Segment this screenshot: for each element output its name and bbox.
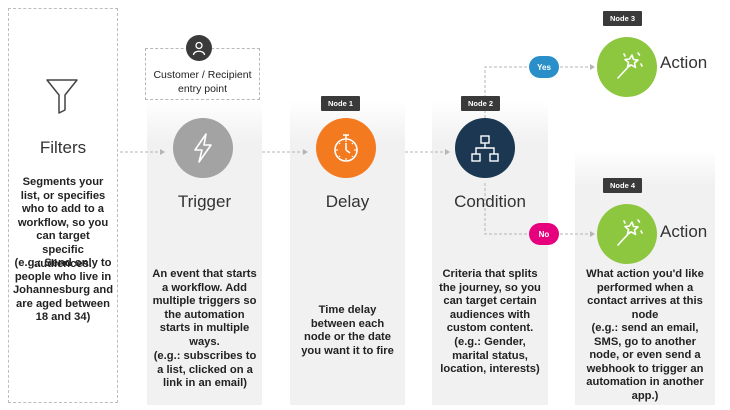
magic-wand-icon bbox=[617, 219, 643, 246]
connector-condition-no bbox=[484, 183, 528, 235]
delay-title: Delay bbox=[325, 192, 370, 211]
magic-wand-icon bbox=[617, 52, 643, 79]
action-top-badge: Node 3 bbox=[603, 11, 643, 26]
arrowhead-trigger bbox=[160, 149, 165, 155]
no-branch-pill: No bbox=[529, 223, 559, 245]
stopwatch-icon bbox=[334, 134, 358, 162]
filters-title: Filters bbox=[39, 138, 87, 157]
arrowhead-action-top bbox=[590, 64, 595, 70]
entry-point-label: Customer / Recipient entry point bbox=[153, 69, 252, 95]
delay-description: Time delay between each node or the date… bbox=[301, 304, 394, 357]
condition-node bbox=[455, 118, 515, 178]
condition-description: Criteria that splits the journey, so you… bbox=[439, 268, 541, 335]
action-column bbox=[575, 150, 715, 405]
action-bottom-node bbox=[597, 204, 657, 264]
trigger-description: An event that starts a workflow. Add mul… bbox=[152, 268, 257, 348]
person-icon bbox=[186, 35, 212, 61]
yes-branch-pill: Yes bbox=[529, 56, 559, 78]
action-bottom-badge: Node 4 bbox=[603, 178, 643, 193]
trigger-node bbox=[173, 118, 233, 178]
action-bottom-example: (e.g.: send an email, SMS, go to another… bbox=[586, 322, 704, 402]
condition-title: Condition bbox=[454, 192, 526, 211]
trigger-example: (e.g.: subscribes to a list, clicked on … bbox=[153, 350, 257, 390]
arrowhead-condition bbox=[445, 149, 450, 155]
funnel-icon bbox=[44, 76, 80, 116]
arrowhead-action-bottom bbox=[590, 231, 595, 237]
lightning-bolt-icon bbox=[194, 133, 212, 163]
action-top-title: Action bbox=[660, 53, 708, 72]
filters-example: (e.g.: Send only to people who live in J… bbox=[12, 257, 114, 324]
filters-box bbox=[8, 8, 118, 403]
delay-node-badge: Node 1 bbox=[321, 96, 361, 111]
condition-node-badge: Node 2 bbox=[461, 96, 501, 111]
action-bottom-description: What action you'd like performed when a … bbox=[586, 268, 704, 321]
action-top-node bbox=[597, 37, 657, 97]
action-bottom-title: Action bbox=[660, 222, 708, 241]
condition-example: (e.g.: Gender, marital status, location,… bbox=[440, 336, 540, 376]
trigger-title: Trigger bbox=[177, 192, 232, 211]
filters-description: Segments your list, or specifies who to … bbox=[17, 176, 109, 270]
arrowhead-delay bbox=[303, 149, 308, 155]
delay-node bbox=[316, 118, 376, 178]
flowchart-icon bbox=[471, 135, 499, 162]
